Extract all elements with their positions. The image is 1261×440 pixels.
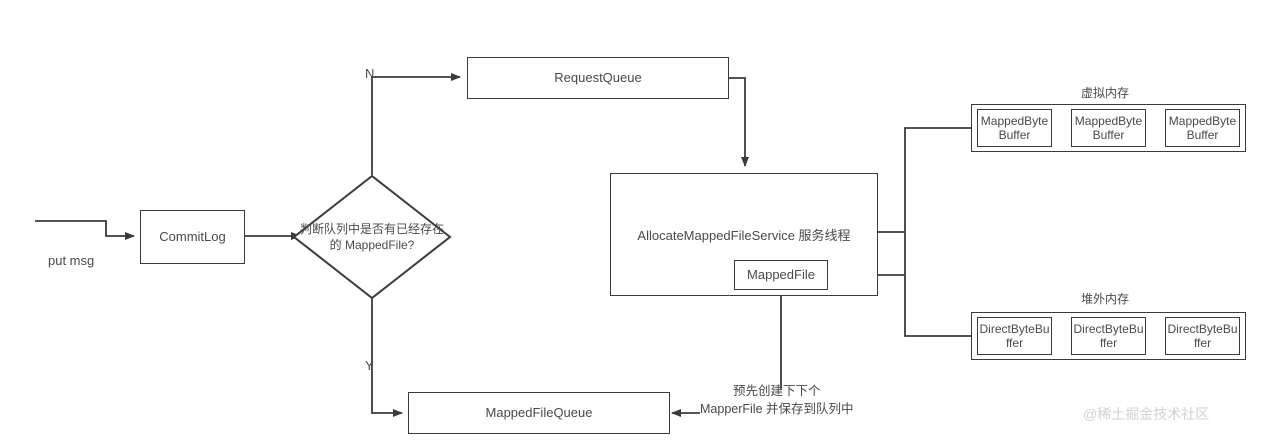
node-mapped-file-queue[interactable]: MappedFileQueue [408,392,670,434]
node-mapped-file-label: MappedFile [747,266,815,282]
edge-decision-no-to-requestqueue [371,73,461,175]
node-request-queue[interactable]: RequestQueue [467,57,729,99]
node-decision-label: 判断队列中是否有已经存在的 MappedFile? [299,221,444,252]
node-commitlog-label: CommitLog [159,228,226,244]
diamond-shape [292,174,452,300]
node-commitlog[interactable]: CommitLog [140,210,245,264]
memory-cell-directbytebuffer[interactable]: DirectByteBuffer [1165,317,1240,355]
annotation-precreate: 预先创建下下个 MapperFile 并保存到队列中 [700,383,854,418]
node-allocate-service-label: AllocateMappedFileService 服务线程 [637,228,851,243]
edge-label-no: N [365,66,375,81]
edge-putmsg-to-commitlog [35,220,135,240]
node-mapped-file-queue-label: MappedFileQueue [485,404,593,420]
memory-cell-mappedbytebuffer[interactable]: MappedByteBuffer [1165,109,1240,147]
label-put-msg: put msg [48,253,95,268]
annotation-line-1: 预先创建下下个 [732,384,821,398]
edge-requestqueue-to-service [729,77,749,167]
memory-virtual-group: MappedByteBuffer MappedByteBuffer Mapped… [971,104,1246,152]
annotation-line-2: MapperFile 并保存到队列中 [700,401,854,416]
memory-cell-directbytebuffer[interactable]: DirectByteBuffer [977,317,1052,355]
node-mapped-file[interactable]: MappedFile [734,260,828,290]
watermark: @稀土掘金技术社区 [1083,406,1210,422]
memory-cell-mappedbytebuffer[interactable]: MappedByteBuffer [977,109,1052,147]
edge-decision-yes-to-mappedfilequeue [371,298,403,417]
memory-virtual-title: 虚拟内存 [1081,86,1130,100]
memory-offheap-group: DirectByteBuffer DirectByteBuffer Direct… [971,312,1246,360]
memory-offheap-title: 堆外内存 [1081,292,1130,306]
memory-cell-mappedbytebuffer[interactable]: MappedByteBuffer [1071,109,1146,147]
memory-cell-directbytebuffer[interactable]: DirectByteBuffer [1071,317,1146,355]
node-request-queue-label: RequestQueue [554,69,642,85]
edge-label-yes: Y [365,358,374,373]
node-decision[interactable]: 判断队列中是否有已经存在的 MappedFile? [292,174,452,300]
